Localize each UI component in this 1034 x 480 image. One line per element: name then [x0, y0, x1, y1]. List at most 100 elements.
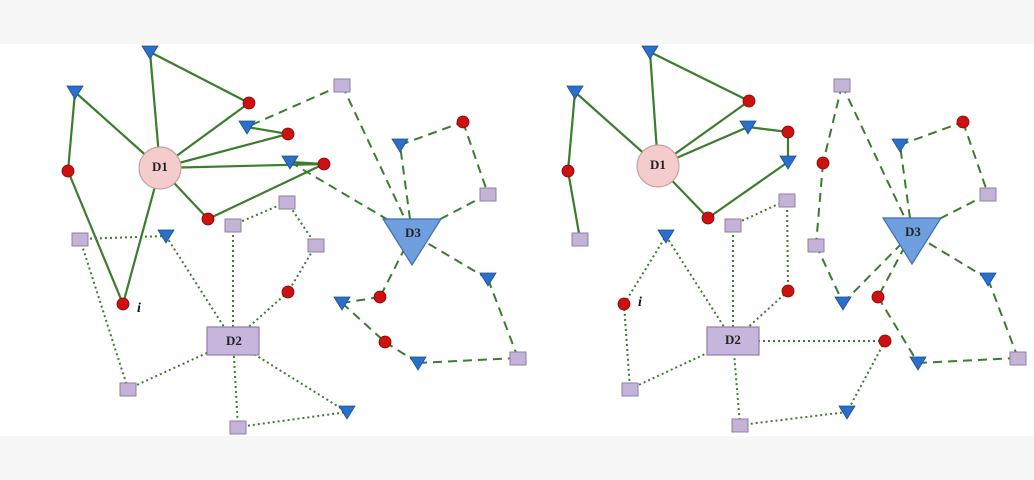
dashed-edge [487, 278, 519, 359]
dashed-edge [962, 121, 989, 195]
node-label-i: i [638, 295, 642, 310]
dashed-edge [877, 232, 913, 298]
hub-label-d1: D1 [650, 157, 666, 172]
red-circle-node [781, 125, 795, 139]
blue-triangle-node [834, 296, 852, 311]
node-layer [61, 45, 527, 435]
blue-triangle-node [909, 356, 927, 371]
red-circle-node [456, 115, 470, 129]
solid-edge [207, 163, 325, 220]
top-band [0, 0, 1034, 44]
blue-triangle-node [238, 120, 256, 135]
dotted-edge [286, 201, 317, 246]
hub-square-d2 [206, 326, 260, 356]
solid-edge [159, 162, 325, 170]
blue-triangle-node [891, 138, 909, 153]
red-circle-node [116, 297, 130, 311]
blue-triangle-node [838, 405, 856, 420]
lavender-square-node [333, 78, 351, 93]
dashed-edge [289, 161, 413, 235]
dotted-edge [79, 235, 167, 240]
blue-triangle-node [66, 85, 84, 100]
dotted-edge [165, 235, 234, 342]
dashed-edge [462, 121, 489, 195]
hub-label-d3: D3 [905, 224, 921, 239]
hub-label-d2: D2 [226, 333, 242, 348]
panel-left: D1 D2 D3 i [61, 45, 527, 435]
dashed-edge [341, 84, 413, 235]
blue-triangle-node [333, 296, 351, 311]
hub-label-d2: D2 [725, 332, 741, 347]
red-circle-node [701, 211, 715, 225]
dashed-edge [899, 121, 964, 146]
blue-triangle-node [409, 356, 427, 371]
red-circle-node [617, 297, 631, 311]
lavender-square-node [119, 382, 137, 397]
hub-label-d1: D1 [152, 159, 168, 174]
dotted-edge [786, 199, 789, 292]
blue-triangle-node [157, 229, 175, 244]
dashed-edge [341, 296, 381, 304]
blue-triangle-node [391, 138, 409, 153]
lavender-square-node [71, 232, 89, 247]
red-circle-node [242, 96, 256, 110]
red-circle-node [956, 115, 970, 129]
red-circle-node [742, 94, 756, 108]
hub-triangle-d3 [381, 218, 443, 267]
red-circle-node [781, 284, 795, 298]
solid-edge [246, 125, 289, 136]
solid-edge [566, 91, 577, 172]
dotted-edge [237, 411, 348, 428]
hub-label-d3: D3 [405, 225, 421, 240]
blue-triangle-node [779, 155, 797, 170]
blue-triangle-node [657, 229, 675, 244]
dashed-edge [815, 244, 844, 304]
lavender-square-node [807, 238, 825, 253]
dashed-edge [877, 296, 919, 364]
bottom-band [0, 436, 1034, 480]
node-label-i: i [137, 301, 141, 316]
dotted-edge [665, 235, 734, 342]
dashed-edge [841, 84, 913, 234]
lavender-square-node [224, 218, 242, 233]
blue-triangle-node [281, 155, 299, 170]
dotted-edge [232, 340, 348, 413]
lavender-square-node [731, 418, 749, 433]
dotted-edge [629, 340, 734, 390]
red-circle-node [816, 156, 830, 170]
hub-square-d2 [706, 326, 760, 356]
blue-triangle-node [338, 405, 356, 420]
dashed-edge [987, 278, 1019, 359]
dotted-edge [846, 340, 886, 413]
edge-layer [566, 51, 1019, 426]
lavender-square-node [778, 193, 796, 208]
red-circle-node [317, 157, 331, 171]
lavender-square-node [724, 218, 742, 233]
lavender-square-node [979, 187, 997, 202]
lavender-square-node [1009, 351, 1027, 366]
dotted-edge [287, 244, 317, 293]
dotted-edge [79, 238, 129, 390]
solid-edge [66, 91, 77, 172]
node-layer [561, 45, 1027, 433]
red-circle-node [281, 285, 295, 299]
dashed-edge [341, 302, 386, 343]
blue-triangle-node [566, 85, 584, 100]
panel-right: D1 D2 D3 i [561, 45, 1027, 433]
lavender-square-node [479, 187, 497, 202]
red-circle-node [201, 212, 215, 226]
solid-edge [707, 161, 789, 219]
red-circle-node [561, 164, 575, 178]
dashed-edge [379, 233, 413, 298]
blue-triangle-node [141, 45, 159, 60]
dotted-edge [739, 411, 848, 426]
red-circle-node [61, 164, 75, 178]
dashed-edge [417, 357, 519, 364]
lavender-square-node [229, 420, 247, 435]
dashed-edge [822, 84, 843, 164]
red-circle-node [378, 335, 392, 349]
lavender-square-node [509, 351, 527, 366]
lavender-square-node [833, 78, 851, 93]
solid-edge [149, 51, 250, 104]
